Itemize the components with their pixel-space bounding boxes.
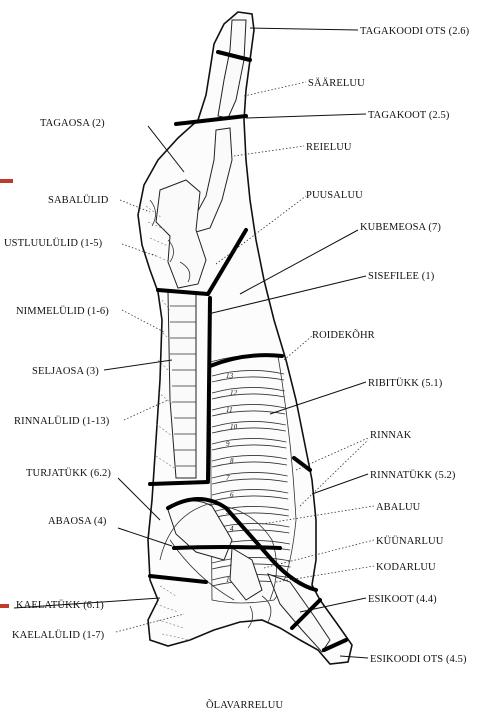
- label-saareluu: SÄÄRELUU: [308, 77, 365, 89]
- label-sabalulid: SABALÜLID: [48, 194, 109, 206]
- label-tagakoodi-ots: TAGAKOODI OTS (2.6): [360, 26, 470, 37]
- label-ristluululid: USTLUULÜLID (1-5): [4, 237, 103, 249]
- rib-number: 6: [230, 491, 234, 499]
- label-esikoodi-ots: ESIKOODI OTS (4.5): [370, 654, 467, 665]
- rib-number: 9: [226, 440, 230, 448]
- label-nimmelulid: NIMMELÜLID (1-6): [16, 305, 109, 317]
- label-abaluu: ABALUU: [376, 502, 421, 513]
- label-tagaosa: TAGAOSA (2): [40, 118, 105, 129]
- label-rinnalulid: RINNALÜLID (1-13): [14, 415, 110, 427]
- label-rinnak: RINNAK: [370, 430, 412, 441]
- label-roidekohr: ROIDEKÕHR: [312, 329, 375, 341]
- cut-line-chuck: [150, 482, 208, 484]
- label-kuunarluu: KÜÜNARLUU: [376, 535, 444, 547]
- label-kaelatukk: KAELATÜKK (6.1): [16, 599, 104, 611]
- accent-bar-bottom: [0, 604, 9, 608]
- label-abaosa: ABAOSA (4): [48, 516, 107, 527]
- rib-number: 7: [226, 474, 230, 482]
- label-rinnatukk: RINNATÜKK (5.2): [370, 469, 456, 481]
- rib-number: 1: [226, 576, 230, 584]
- rib-number: 4: [230, 525, 234, 533]
- label-sisefilee: SISEFILEE (1): [368, 271, 435, 282]
- label-kubemeosa: KUBEMEOSA (7): [360, 222, 441, 233]
- rib-number: 8: [230, 457, 234, 465]
- cut-line-brisket: [174, 547, 280, 548]
- rib-number: 10: [230, 423, 238, 431]
- label-esikoot: ESIKOOT (4.4): [368, 594, 437, 605]
- rib-number: 11: [226, 406, 233, 414]
- rib-number: 12: [230, 389, 238, 397]
- label-puusaluu: PUUSALUU: [306, 190, 363, 201]
- label-ribitukk: RIBITÜKK (5.1): [368, 377, 443, 389]
- rib-number: 13: [226, 372, 234, 380]
- label-olavarreluu: ÕLAVARRELUU: [206, 699, 283, 711]
- label-reieluu: REIELUU: [306, 142, 352, 153]
- cut-line-flank: [208, 298, 210, 480]
- label-kodarluu: KODARLUU: [376, 562, 436, 573]
- label-turjatukk: TURJATÜKK (6.2): [26, 467, 111, 479]
- label-tagakoot: TAGAKOOT (2.5): [368, 110, 450, 121]
- accent-bar-top: [0, 179, 13, 183]
- label-seljaosa: SELJAOSA (3): [32, 366, 99, 377]
- label-kaelalulid: KAELALÜLID (1-7): [12, 629, 105, 641]
